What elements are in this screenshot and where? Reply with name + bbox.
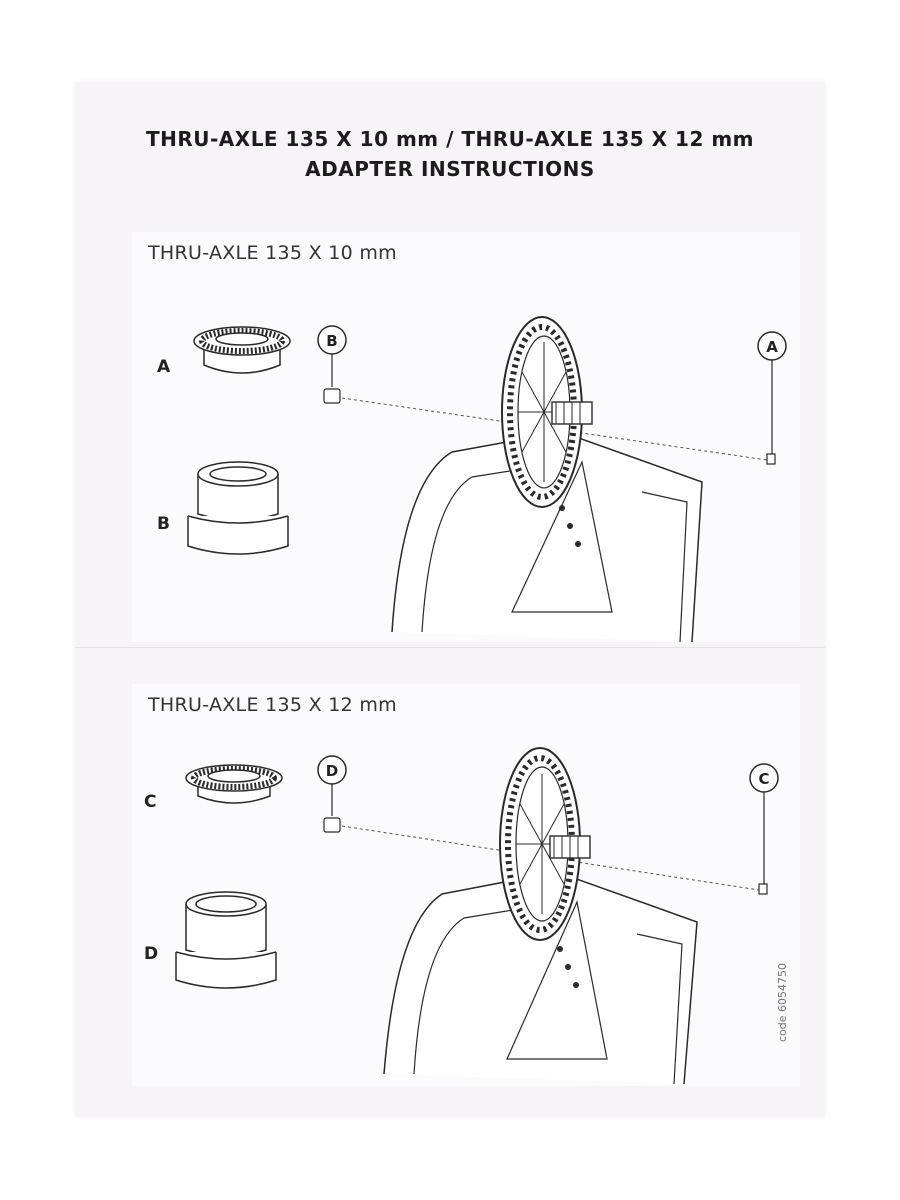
document-subtitle: ADAPTER INSTRUCTIONS (305, 157, 595, 181)
knurled-ring-adapter-icon (193, 326, 291, 374)
trainer-diagram-10mm: B A (317, 316, 787, 643)
callout-a-text: A (766, 338, 778, 356)
instruction-sheet: THRU-AXLE 135 X 10 mm / THRU-AXLE 135 X … (75, 82, 825, 1117)
callout-c-text: C (758, 770, 769, 788)
callout-b-text: B (326, 332, 337, 350)
document-code: code 6054750 (776, 962, 789, 1042)
part-label-c: C (144, 792, 157, 812)
trainer-diagram-12mm: D C (317, 747, 779, 1085)
callout-d-text: D (326, 762, 338, 780)
section-heading-12mm: THRU-AXLE 135 X 12 mm (148, 694, 397, 716)
part-label-d: D (144, 944, 159, 964)
paper-fold-line (75, 647, 825, 648)
knurled-ring-adapter-icon (185, 764, 283, 804)
sleeve-adapter-icon (187, 461, 289, 555)
section-heading-10mm: THRU-AXLE 135 X 10 mm (148, 242, 397, 264)
section-10mm: THRU-AXLE 135 X 10 mm A B B A (132, 232, 800, 643)
part-label-b: B (157, 514, 170, 534)
section-12mm: THRU-AXLE 135 X 12 mm C D D C (132, 684, 800, 1086)
part-label-a: A (157, 357, 171, 377)
sleeve-adapter-icon (175, 891, 277, 989)
document-title: THRU-AXLE 135 X 10 mm / THRU-AXLE 135 X … (145, 127, 755, 151)
